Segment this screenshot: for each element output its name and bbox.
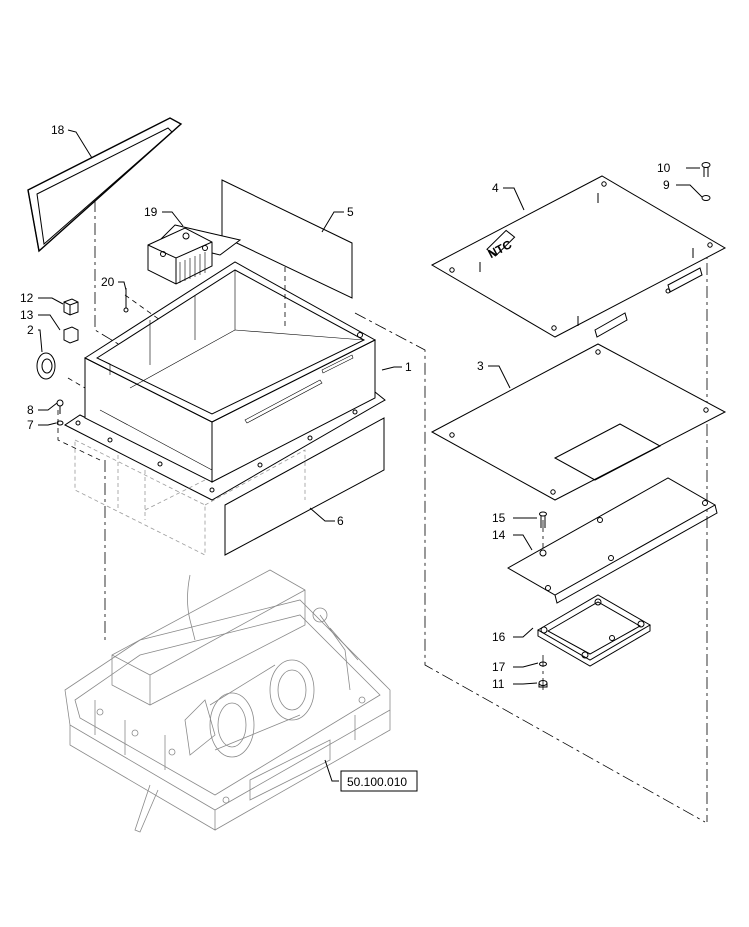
callout-13: 13	[20, 308, 34, 322]
part-12-relay	[63, 298, 79, 316]
part-19-module	[147, 224, 242, 285]
part-9-washer	[701, 195, 711, 201]
callout-19: 19	[144, 205, 158, 219]
callout-10: 10	[657, 161, 671, 175]
callout-16: 16	[492, 630, 506, 644]
callout-12: 12	[20, 291, 34, 305]
alignment-lines	[57, 200, 708, 823]
part-10-bolt	[701, 162, 711, 177]
part-15-bolt	[539, 511, 547, 528]
part-4-cover: NTC	[430, 175, 727, 338]
part-1-enclosure	[64, 261, 386, 501]
part-6-panel	[224, 417, 385, 556]
callout-9: 9	[663, 178, 670, 192]
callout-14: 14	[492, 528, 506, 542]
part-14-bracket	[506, 477, 718, 604]
callout-17: 17	[492, 660, 506, 674]
callout-2: 2	[27, 323, 34, 337]
part-11-nut	[538, 680, 548, 688]
callout-1: 1	[405, 360, 412, 374]
part-3-plate	[430, 343, 727, 501]
callout-7: 7	[27, 418, 34, 432]
part-7-washer	[56, 420, 64, 426]
callout-labels: 18 19 5 20 12 13 2 8 7 1 6 4 3 10 9 15 1…	[20, 123, 671, 691]
callout-4: 4	[492, 181, 499, 195]
part-17-washer	[539, 661, 547, 667]
part-2-grommet	[36, 352, 56, 380]
part-18-gasket	[27, 117, 183, 253]
callout-5: 5	[347, 205, 354, 219]
reference-box[interactable]: 50.100.010	[340, 770, 418, 792]
callout-3: 3	[477, 359, 484, 373]
callout-18: 18	[51, 123, 65, 137]
phantom-housing	[74, 439, 306, 556]
part-16-module	[537, 594, 651, 667]
callout-11: 11	[492, 677, 505, 691]
part-20-screw	[123, 288, 129, 313]
reference-label[interactable]: 50.100.010	[347, 775, 407, 789]
leader-lines	[38, 129, 703, 782]
callout-15: 15	[492, 511, 506, 525]
part-5-panel	[221, 179, 353, 299]
part-13-socket	[63, 326, 79, 344]
callout-20: 20	[101, 275, 115, 289]
callout-8: 8	[27, 403, 34, 417]
callout-6: 6	[337, 514, 344, 528]
hvac-assembly-reference	[64, 569, 391, 833]
